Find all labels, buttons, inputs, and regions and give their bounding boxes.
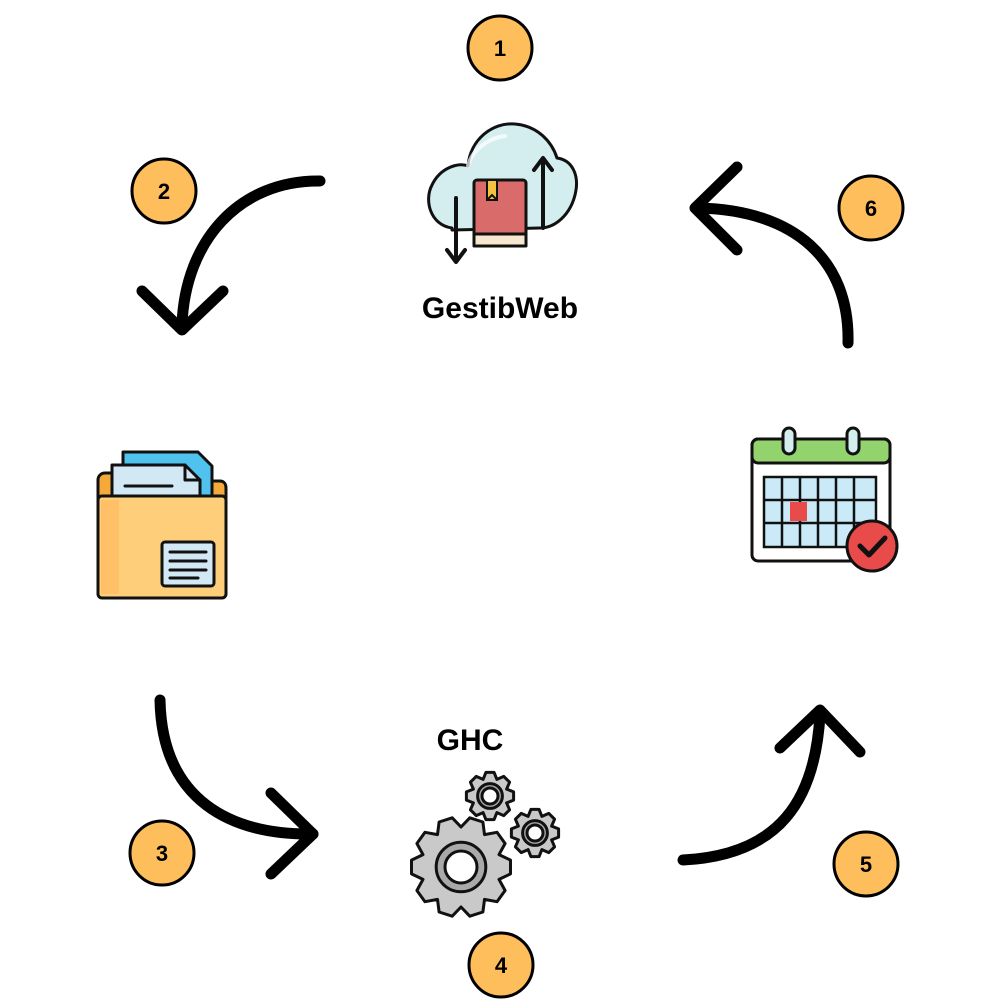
arrow-3-down-right: [154, 694, 319, 880]
step-badge-6: 6: [837, 174, 905, 242]
top-node-label: GestibWeb: [422, 292, 578, 325]
step-badge-3: 3: [128, 819, 196, 887]
arrow-5-up-right: [677, 704, 866, 866]
cloud-book-sync-icon: [427, 122, 578, 264]
step-badge-1: 1: [466, 14, 534, 82]
calendar-check-icon: [750, 426, 899, 573]
step-number: 5: [860, 852, 872, 877]
step-number: 3: [156, 841, 168, 866]
step-number: 1: [494, 36, 506, 61]
bottom-node-label: GHC: [437, 724, 504, 757]
step-badge-4: 4: [467, 931, 535, 999]
step-number: 4: [495, 953, 508, 978]
arrow-2-down-left: [136, 175, 326, 336]
arrow-6-up-left: [689, 161, 854, 349]
step-number: 6: [865, 196, 877, 221]
step-badge-5: 5: [832, 830, 900, 898]
step-badge-2: 2: [130, 157, 198, 225]
folder-documents-icon: [96, 450, 228, 600]
gears-icon: [410, 770, 561, 918]
step-number: 2: [158, 179, 170, 204]
